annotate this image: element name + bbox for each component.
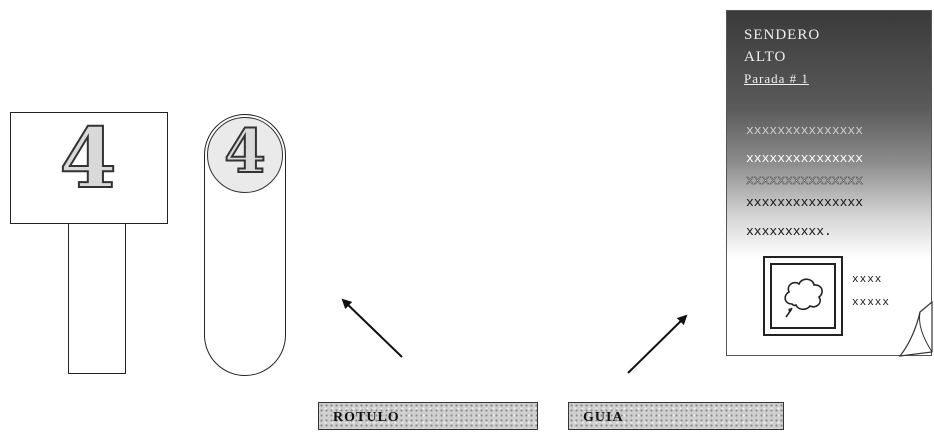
- guide-title-line1: SENDERO: [744, 27, 821, 43]
- guide-side-text: xxxxx: [852, 297, 891, 309]
- guide-stop-label: Parada # 1: [744, 71, 809, 86]
- guide-side-text: xxxx: [852, 274, 883, 286]
- rotulo-arrow: [341, 298, 403, 358]
- guide-text-line: xxxxxxxxxxxxxxx: [746, 123, 864, 138]
- rotulo-label: ROTULO: [318, 402, 538, 430]
- guide-text-line: xxxxxxxxxxxxxxx: [746, 173, 864, 188]
- tree-icon: [784, 278, 823, 318]
- guide-title-line2: ALTO: [744, 49, 787, 65]
- sign-post: [68, 224, 126, 374]
- bollard-number-ring: [207, 117, 283, 193]
- page-curl: [898, 300, 933, 357]
- bollard-number: 4: [223, 117, 267, 187]
- guia-label: GUIA: [568, 402, 784, 430]
- guide-title: SENDERO ALTO Parada # 1: [744, 24, 914, 90]
- sign-number: 4: [58, 111, 117, 207]
- guide-text-line: xxxxxxxxxx.: [746, 224, 832, 239]
- guide-text-line: xxxxxxxxxxxxxxx: [746, 151, 864, 166]
- sign-board: [10, 112, 168, 224]
- guia-arrow: [627, 314, 688, 374]
- guide-text-line: xxxxxxxxxxxxxxx: [746, 195, 864, 210]
